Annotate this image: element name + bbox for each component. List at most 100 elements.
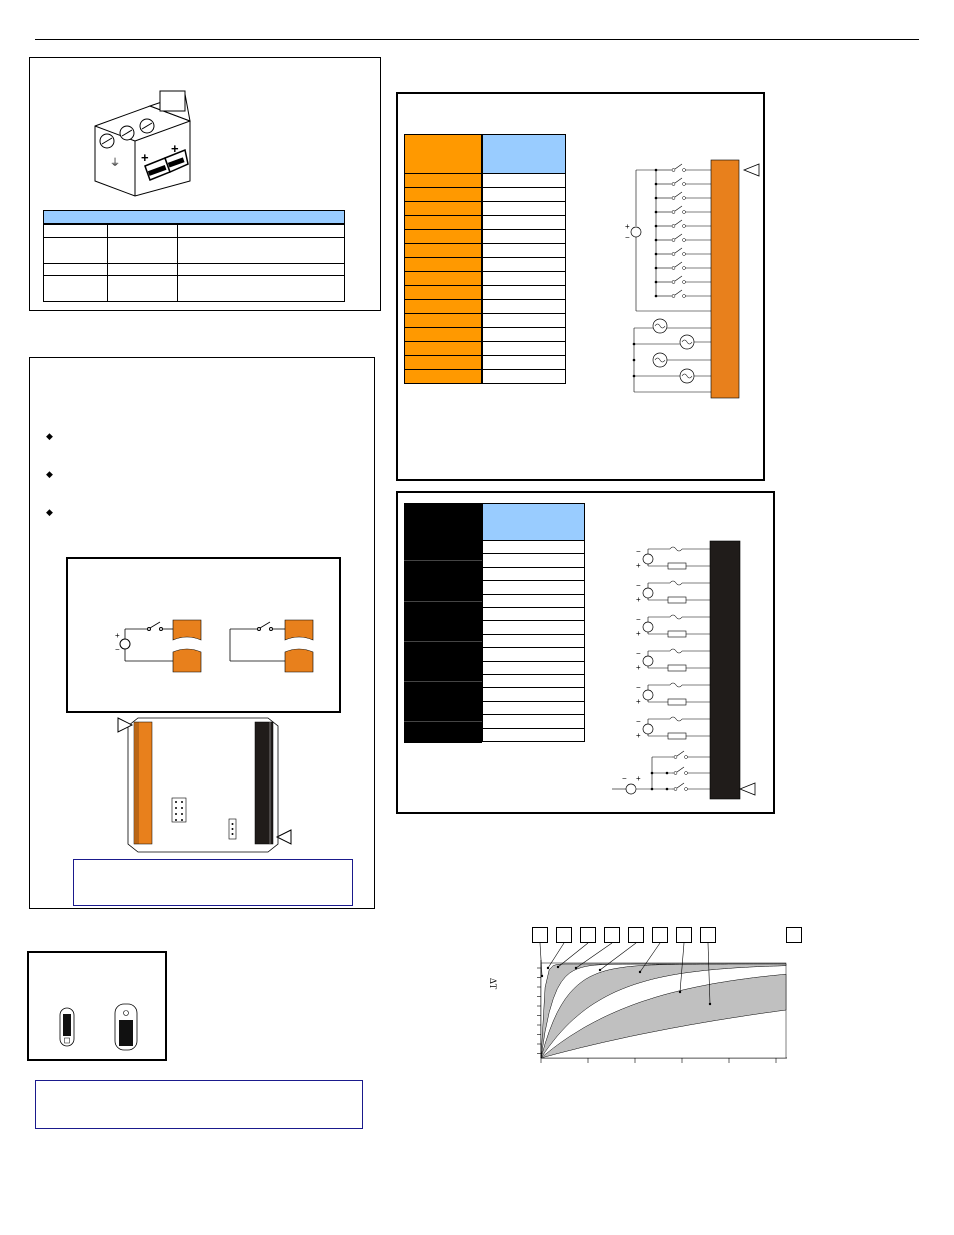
analog-header-right <box>482 503 585 541</box>
switch-contact <box>682 238 686 242</box>
callout-arrowhead <box>678 990 682 994</box>
bullet-1: ◆ <box>46 431 53 441</box>
table-cell <box>107 237 178 264</box>
jumper-illustration <box>59 1003 138 1051</box>
switch-contact <box>682 294 686 298</box>
switch-contact <box>682 182 686 186</box>
curve-callout <box>604 927 620 943</box>
switch-blade <box>674 233 683 240</box>
callout-arrowhead <box>574 966 578 970</box>
fuse-symbol <box>669 546 683 552</box>
digital-row-value <box>482 314 566 328</box>
switch-contact <box>684 787 688 791</box>
minus-label: − <box>636 547 641 556</box>
digital-row-value <box>482 342 566 356</box>
plus-label: + <box>636 663 641 672</box>
switch-blade <box>674 289 683 296</box>
digital-input-panel: + − <box>396 92 765 481</box>
digital-header-right <box>482 134 566 174</box>
callout-arrowhead <box>598 968 602 972</box>
digital-row-key <box>404 314 482 328</box>
switch-contact <box>671 252 676 256</box>
callout-arrowhead <box>708 1002 712 1006</box>
resistor-symbol <box>667 732 687 740</box>
connector-mark-2: + <box>141 150 149 165</box>
digital-row-key <box>404 216 482 230</box>
connector-table <box>43 224 345 302</box>
digital-row-key <box>404 230 482 244</box>
switch-contact <box>682 196 686 200</box>
jumper-panel: ◆ ◆ ◆ + <box>29 357 375 909</box>
board-illustration <box>127 717 279 853</box>
bullet-3: ◆ <box>46 507 53 517</box>
resistor-symbol <box>667 698 687 706</box>
analog-plus-mark: + <box>636 774 641 783</box>
table-cell <box>107 275 178 302</box>
jumper-note-box <box>73 859 353 906</box>
switch-blade <box>674 261 683 268</box>
analog-row-value <box>482 701 585 716</box>
plus-label: + <box>636 697 641 706</box>
analog-row-value <box>482 567 585 582</box>
response-chart: ΔT <box>488 920 820 1070</box>
digital-row-value <box>482 370 566 384</box>
digital-row-value <box>482 188 566 202</box>
switch-contact <box>671 182 676 186</box>
analog-row-divider <box>404 640 482 642</box>
analog-wiring-diagram: −+−+−+−+−+−+ <box>612 540 756 800</box>
fuse-symbol <box>669 614 683 620</box>
plus-label: + <box>636 561 641 570</box>
table-cell <box>107 263 178 276</box>
resistor-symbol <box>667 630 687 638</box>
resistor-symbol <box>667 596 687 604</box>
analog-header-left <box>404 503 482 743</box>
switch-contact <box>671 294 676 298</box>
digital-row-key <box>404 174 482 188</box>
response-plot <box>537 942 787 1063</box>
callout-arrow <box>547 942 565 969</box>
switch-contact <box>671 224 676 228</box>
digital-row-value <box>482 258 566 272</box>
analog-row-divider <box>404 681 482 682</box>
analog-table <box>404 503 585 743</box>
callout-arrow <box>639 942 661 973</box>
analog-row-value <box>482 594 585 608</box>
switch-blade <box>676 766 685 773</box>
callout-arrow <box>599 942 637 971</box>
digital-row-value <box>482 286 566 300</box>
curve-callout <box>556 927 572 943</box>
fuse-symbol <box>669 716 683 722</box>
connector-table-header <box>43 210 345 224</box>
analog-row-value <box>482 608 585 622</box>
pin1-marker-right <box>275 829 292 845</box>
plus-label: + <box>636 629 641 638</box>
switch-contact <box>682 280 686 284</box>
switch-contact <box>682 252 686 256</box>
curve-callout <box>700 927 716 943</box>
plus-label: + <box>636 595 641 604</box>
source-symbol <box>642 723 654 735</box>
digital-wiring-diagram <box>630 159 760 399</box>
switch-blade <box>674 275 683 282</box>
minus-label: − <box>636 649 641 658</box>
analog-row-value <box>482 541 585 555</box>
digital-row-value <box>482 300 566 314</box>
table-cell <box>43 275 108 302</box>
minus-label: − <box>636 717 641 726</box>
analog-row-divider <box>404 600 482 602</box>
digital-header-left <box>404 134 482 174</box>
digital-row-key <box>404 356 482 370</box>
callout-arrowhead <box>556 965 560 969</box>
small-note-box <box>35 1080 363 1129</box>
header-rule <box>35 39 919 40</box>
switch-blade <box>674 205 683 212</box>
analog-row-divider <box>404 721 482 723</box>
terminal-block-illustration <box>94 90 191 197</box>
fuse-symbol <box>669 648 683 654</box>
fuse-symbol <box>669 580 683 586</box>
curve-callout <box>628 927 644 943</box>
curve-callout <box>532 927 548 943</box>
callout-arrowhead <box>546 966 550 970</box>
digital-row-key <box>404 342 482 356</box>
bullet-2: ◆ <box>46 469 53 479</box>
